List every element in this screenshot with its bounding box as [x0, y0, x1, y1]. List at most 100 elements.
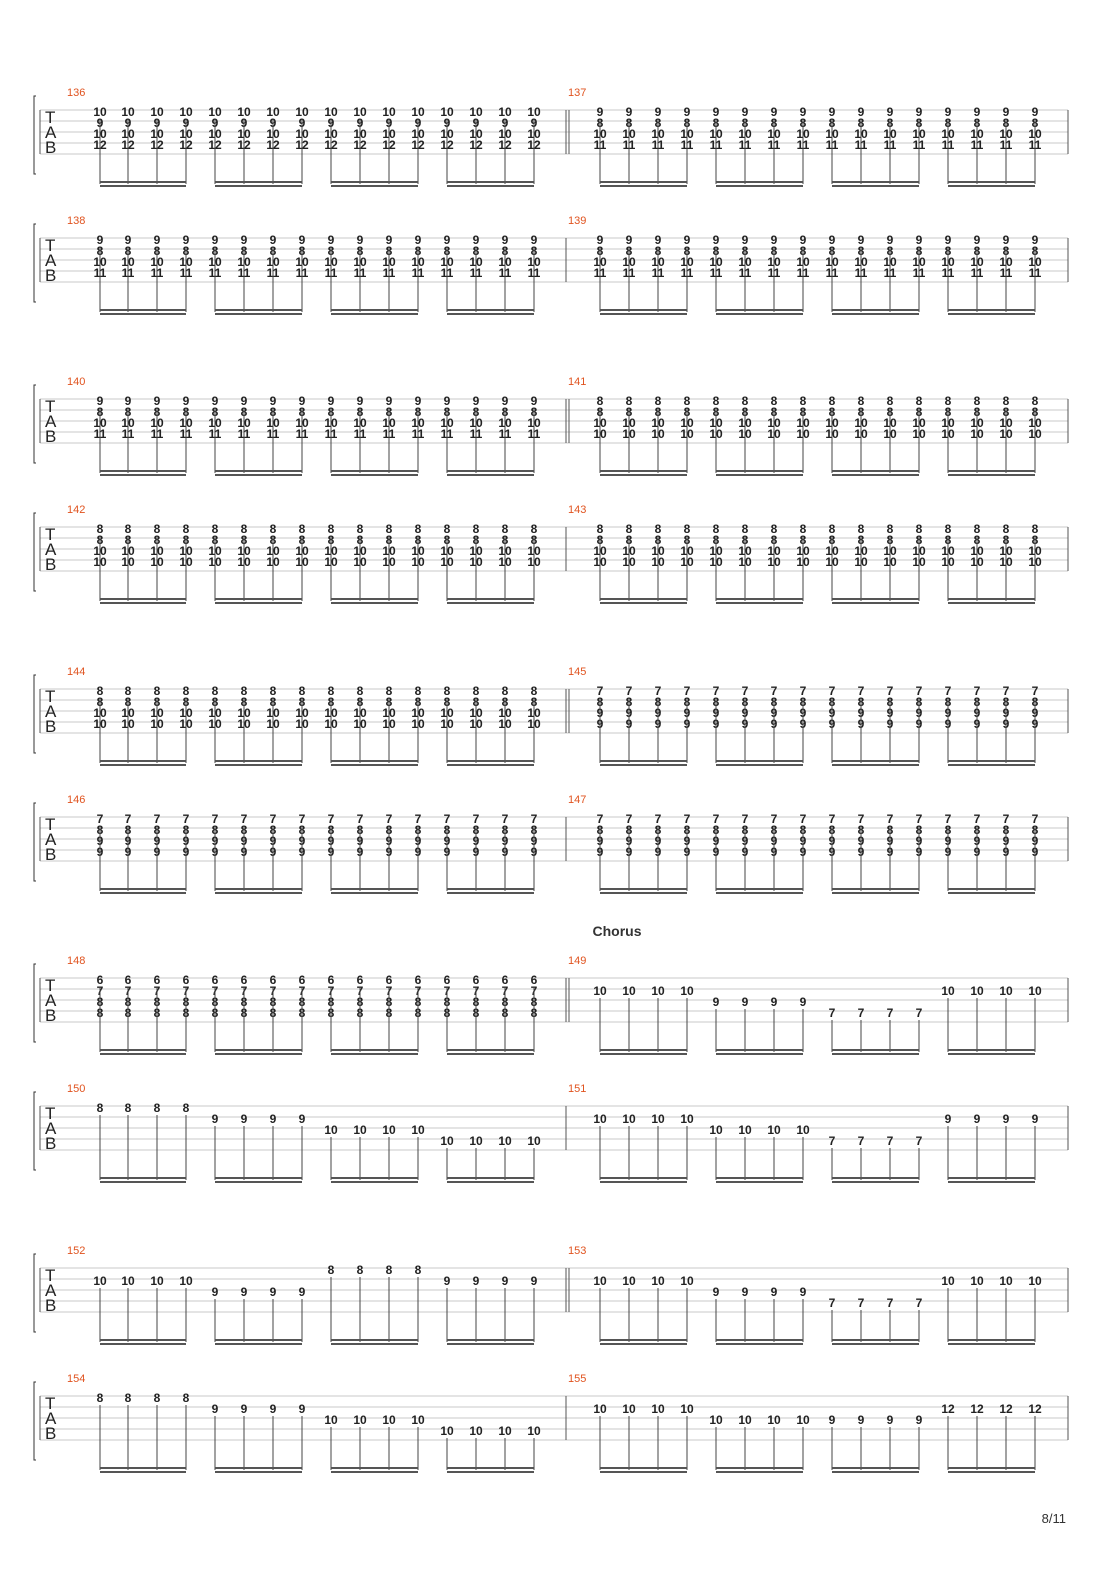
fret-number: 8: [974, 522, 981, 536]
fret-number: 8: [125, 1391, 132, 1405]
fret-number: 8: [655, 394, 662, 408]
fret-number: 8: [183, 522, 190, 536]
fret-number: 9: [212, 1402, 219, 1416]
fret-number: 10: [382, 1413, 396, 1427]
fret-number: 9: [626, 105, 633, 119]
fret-number: 10: [709, 1123, 723, 1137]
fret-number: 9: [299, 394, 306, 408]
fret-number: 7: [1032, 684, 1039, 698]
fret-number: 9: [212, 394, 219, 408]
fret-number: 10: [1028, 1274, 1042, 1288]
fret-number: 8: [531, 522, 538, 536]
fret-number: 8: [742, 522, 749, 536]
fret-number: 8: [1003, 394, 1010, 408]
fret-number: 10: [767, 1413, 781, 1427]
fret-number: 8: [328, 684, 335, 698]
fret-number: 8: [270, 522, 277, 536]
fret-number: 8: [299, 684, 306, 698]
fret-number: 7: [858, 1296, 865, 1310]
fret-number: 7: [916, 812, 923, 826]
fret-number: 6: [415, 973, 422, 987]
fret-number: 9: [531, 394, 538, 408]
fret-number: 9: [299, 1285, 306, 1299]
fret-number: 10: [796, 1413, 810, 1427]
fret-number: 10: [941, 984, 955, 998]
system-bracket: [33, 223, 36, 303]
fret-number: 10: [237, 105, 251, 119]
fret-number: 7: [713, 684, 720, 698]
fret-number: 7: [945, 812, 952, 826]
fret-number: 8: [945, 394, 952, 408]
tab-clef-letter: T: [45, 236, 55, 255]
fret-number: 9: [270, 1402, 277, 1416]
fret-number: 9: [1032, 233, 1039, 247]
fret-number: 9: [270, 233, 277, 247]
fret-number: 8: [154, 522, 161, 536]
fret-number: 10: [680, 1274, 694, 1288]
fret-number: 9: [473, 233, 480, 247]
fret-number: 9: [858, 1413, 865, 1427]
fret-number: 8: [829, 394, 836, 408]
fret-number: 9: [713, 1285, 720, 1299]
fret-number: 7: [887, 1006, 894, 1020]
fret-number: 10: [999, 1274, 1013, 1288]
tab-clef-letter: B: [45, 845, 56, 864]
fret-number: 8: [916, 394, 923, 408]
fret-number: 8: [858, 394, 865, 408]
fret-number: 9: [241, 1112, 248, 1126]
fret-number: 9: [974, 105, 981, 119]
system-bracket: [33, 95, 36, 175]
fret-number: 6: [386, 973, 393, 987]
fret-number: 8: [597, 394, 604, 408]
fret-number: 6: [357, 973, 364, 987]
fret-number: 7: [829, 1134, 836, 1148]
fret-number: 9: [771, 995, 778, 1009]
fret-number: 10: [208, 105, 222, 119]
fret-number: 10: [651, 1274, 665, 1288]
fret-number: 10: [622, 984, 636, 998]
fret-number: 7: [829, 684, 836, 698]
fret-number: 8: [97, 1101, 104, 1115]
system-bracket: [33, 1091, 36, 1171]
fret-number: 9: [183, 233, 190, 247]
fret-number: 9: [444, 1274, 451, 1288]
fret-number: 9: [626, 233, 633, 247]
fret-number: 8: [626, 522, 633, 536]
measure-number: 145: [568, 666, 586, 678]
fret-number: 7: [597, 812, 604, 826]
fret-number: 8: [154, 1101, 161, 1115]
tab-clef-letter: A: [45, 991, 57, 1010]
fret-number: 9: [270, 1112, 277, 1126]
fret-number: 12: [1028, 1402, 1042, 1416]
fret-number: 7: [154, 812, 161, 826]
fret-number: 9: [299, 1112, 306, 1126]
fret-number: 8: [713, 522, 720, 536]
fret-number: 10: [353, 105, 367, 119]
fret-number: 8: [1003, 522, 1010, 536]
fret-number: 10: [767, 1123, 781, 1137]
fret-number: 12: [999, 1402, 1013, 1416]
fret-number: 8: [800, 394, 807, 408]
fret-number: 8: [415, 684, 422, 698]
fret-number: 7: [829, 1296, 836, 1310]
fret-number: 10: [498, 105, 512, 119]
fret-number: 10: [150, 1274, 164, 1288]
fret-number: 9: [713, 995, 720, 1009]
fret-number: 8: [328, 522, 335, 536]
fret-number: 6: [154, 973, 161, 987]
fret-number: 8: [771, 522, 778, 536]
fret-number: 7: [1003, 812, 1010, 826]
tab-clef-letter: T: [45, 108, 55, 127]
fret-number: 8: [800, 522, 807, 536]
fret-number: 9: [858, 233, 865, 247]
measure-number: 138: [67, 215, 85, 227]
fret-number: 8: [713, 394, 720, 408]
fret-number: 7: [800, 812, 807, 826]
fret-number: 9: [771, 233, 778, 247]
fret-number: 7: [974, 684, 981, 698]
fret-number: 10: [93, 1274, 107, 1288]
fret-number: 10: [999, 984, 1013, 998]
fret-number: 9: [241, 1285, 248, 1299]
measure-number: 141: [568, 376, 586, 388]
fret-number: 9: [974, 233, 981, 247]
